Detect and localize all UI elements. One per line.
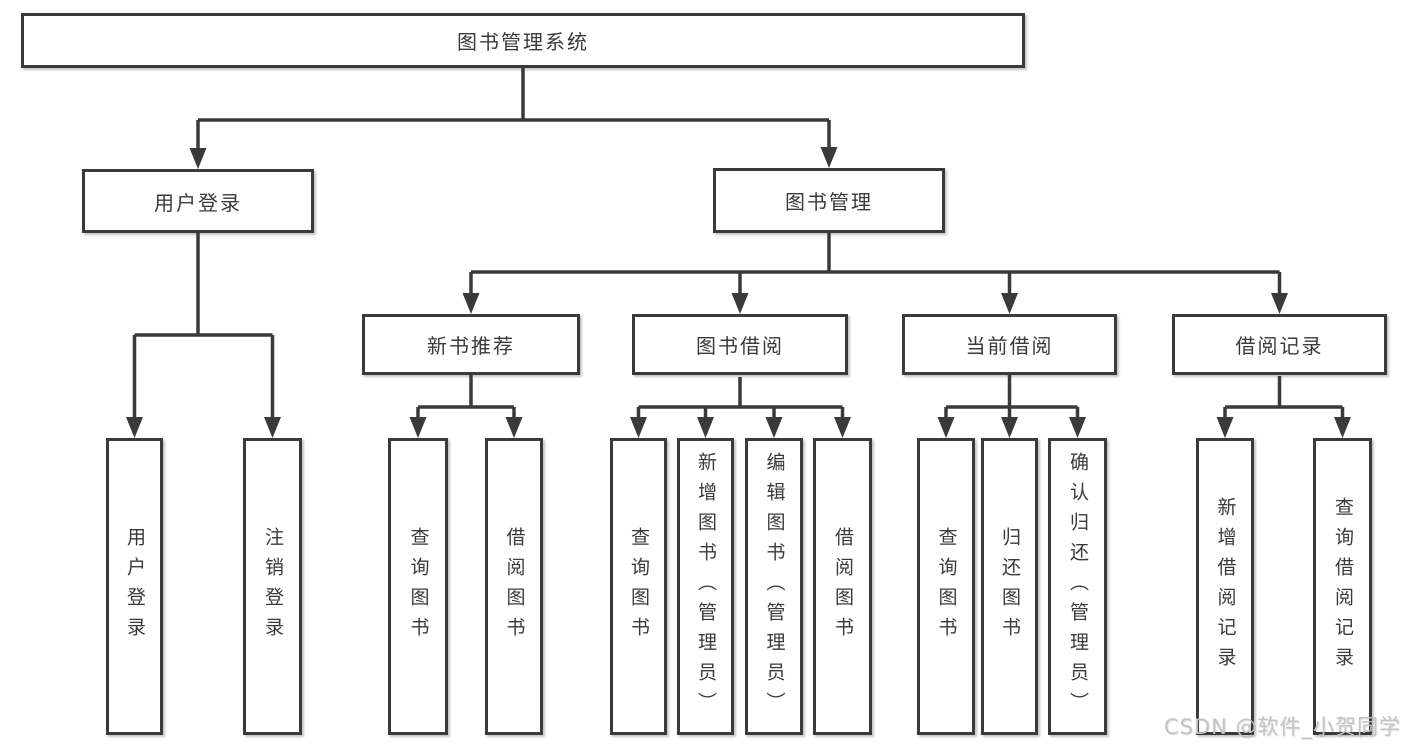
leaf-user-login: 用户登录	[106, 438, 163, 735]
leaf-logout: 注销登录	[243, 438, 302, 735]
leaf-borrow-book-2: 借阅图书	[813, 438, 872, 735]
leaf-query-book-2: 查询图书	[610, 438, 667, 735]
leaf-label: 注销登录	[262, 526, 284, 647]
node-root-label: 图书管理系统	[457, 30, 589, 54]
csdn-watermark: CSDN @软件_小贺同学	[1163, 715, 1401, 739]
leaf-edit-book-admin: 编辑图书（管理员）	[745, 438, 803, 735]
leaf-label: 编辑图书（管理员）	[763, 451, 786, 722]
leaf-label: 查询图书	[935, 526, 958, 647]
leaf-label: 查询图书	[407, 526, 430, 647]
leaf-label: 查询借阅记录	[1332, 496, 1354, 677]
leaf-add-borrow-record: 新增借阅记录	[1196, 438, 1254, 735]
leaf-confirm-return-admin: 确认归还（管理员）	[1048, 438, 1107, 735]
arrowheads	[126, 147, 1351, 438]
node-book-management-label: 图书管理	[785, 190, 873, 214]
node-current-borrow: 当前借阅	[902, 314, 1117, 375]
node-book-borrow-label: 图书借阅	[696, 334, 784, 358]
node-user-login: 用户登录	[82, 169, 314, 233]
node-user-login-label: 用户登录	[154, 190, 242, 215]
leaf-label: 确认归还（管理员）	[1067, 451, 1089, 722]
node-current-borrow-label: 当前借阅	[965, 334, 1054, 358]
leaf-label: 新增图书（管理员）	[695, 451, 717, 722]
leaf-return-book: 归还图书	[981, 438, 1038, 735]
node-new-book-recommend-label: 新书推荐	[427, 334, 515, 358]
leaf-label: 借阅图书	[503, 526, 526, 647]
leaf-query-borrow-record: 查询借阅记录	[1313, 438, 1372, 735]
leaf-label: 借阅图书	[832, 526, 854, 647]
node-book-borrow: 图书借阅	[632, 314, 848, 375]
node-new-book-recommend: 新书推荐	[362, 314, 580, 375]
leaf-label: 查询图书	[628, 526, 650, 647]
leaf-borrow-book-1: 借阅图书	[485, 438, 543, 735]
leaf-label: 归还图书	[999, 526, 1021, 647]
leaf-label: 新增借阅记录	[1214, 496, 1237, 677]
leaf-label: 用户登录	[124, 526, 146, 647]
node-root: 图书管理系统	[21, 13, 1025, 68]
node-borrow-records-label: 借阅记录	[1235, 334, 1324, 358]
node-borrow-records: 借阅记录	[1172, 314, 1387, 375]
leaf-query-book-1: 查询图书	[388, 438, 448, 735]
leaf-add-book-admin: 新增图书（管理员）	[677, 438, 734, 735]
connector-path	[132, 68, 1345, 421]
leaf-query-book-3: 查询图书	[917, 438, 975, 735]
node-book-management: 图书管理	[713, 168, 945, 233]
